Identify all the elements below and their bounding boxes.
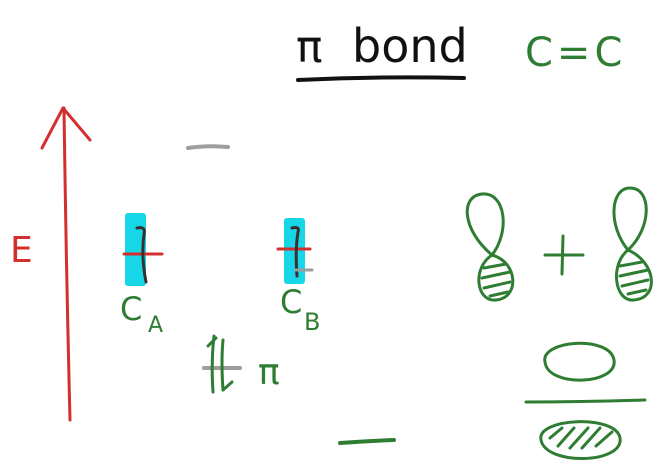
bonding-level: π	[202, 334, 280, 394]
title-pi-symbol: π	[296, 22, 323, 73]
atom-a-highlight	[125, 213, 146, 286]
pi-orbital-node-line	[524, 398, 647, 404]
pi-orbital-top-lobe	[543, 341, 616, 382]
p-orbital-right-top-lobe	[612, 186, 648, 252]
p-orbital-right-shading	[618, 260, 650, 296]
p-orbital-left-bottom-lobe	[477, 253, 515, 302]
pi-orbital	[524, 341, 647, 460]
pi-orbital-bottom-lobe	[539, 420, 622, 460]
atom-a-label: C	[120, 290, 142, 328]
p-orbital-right-bottom-lobe	[615, 248, 653, 302]
atom-a-subscript: A	[148, 313, 163, 338]
p-orbital-left-top-lobe	[465, 192, 505, 257]
bonding-electron-down-tip	[221, 380, 234, 392]
bonding-level-label: π	[258, 352, 280, 393]
atom-a-electron-arrow	[135, 226, 148, 284]
plus-sign	[543, 234, 585, 276]
bonding-electron-up	[210, 334, 216, 394]
formula-label: C=C	[525, 30, 626, 76]
energy-axis-arrowhead	[40, 106, 92, 150]
title-underline	[296, 75, 466, 82]
pi-orbital-bottom-shading	[548, 426, 614, 450]
title: π bond	[296, 19, 468, 82]
plus-vertical	[560, 234, 565, 276]
p-orbital-left-shading	[480, 262, 512, 298]
atom-b-highlight	[284, 218, 305, 284]
antibonding-level	[186, 144, 230, 150]
atom-b-orbital	[276, 218, 314, 284]
bonding-electron-up-tip	[206, 336, 218, 348]
energy-axis-label: E	[10, 230, 33, 271]
title-word: bond	[352, 19, 468, 73]
atom-a-orbital	[122, 213, 164, 286]
bonding-electron-down	[220, 338, 225, 392]
lowest-level	[338, 438, 396, 445]
energy-axis-line	[62, 106, 72, 422]
p-orbital-right	[612, 186, 653, 302]
p-orbital-left	[465, 192, 515, 302]
atom-b-label: C	[280, 283, 302, 321]
atom-b-subscript: B	[304, 308, 320, 336]
energy-axis: E	[10, 106, 92, 422]
atom-b-electron-arrow	[290, 226, 300, 278]
